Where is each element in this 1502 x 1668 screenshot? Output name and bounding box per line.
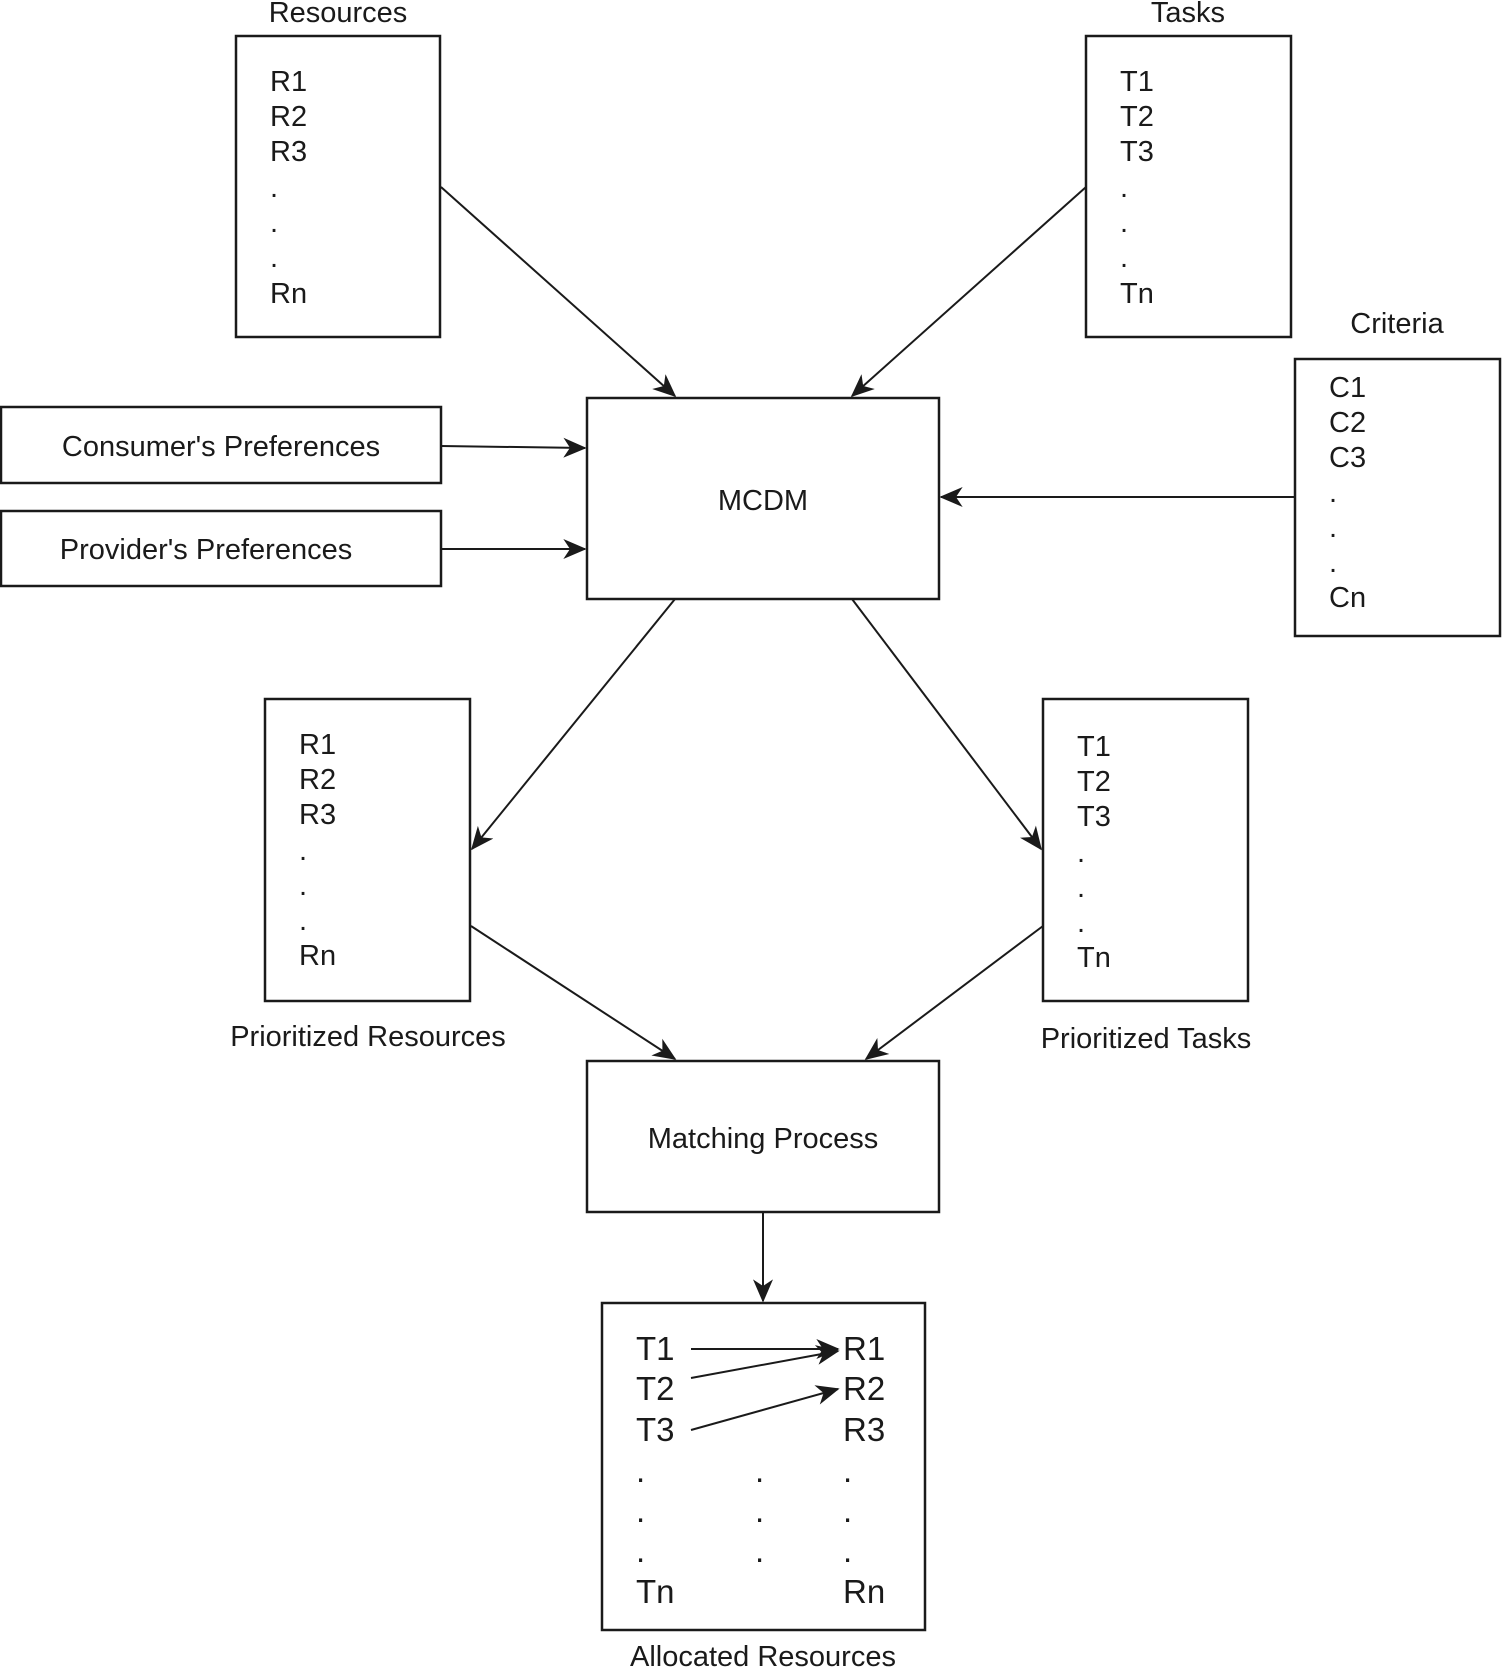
prioritized-tasks-caption: Prioritized Tasks (1041, 1023, 1252, 1055)
allocation-middle-item: . (755, 1492, 764, 1529)
allocation-task-item: T2 (636, 1370, 675, 1407)
allocation-resource-item: . (843, 1452, 852, 1489)
tasks-item: . (1120, 242, 1128, 274)
allocation-task-item: . (636, 1532, 645, 1569)
prioritized-resources-caption: Prioritized Resources (230, 1021, 506, 1053)
prioritized-resources-to-matching-arrow (470, 925, 677, 1060)
connector-arrows (440, 186, 1295, 1431)
mcdm-to-prioritized-resources-arrow (470, 598, 676, 851)
tasks-list: T1 T2 T3 . . . Tn (1120, 66, 1154, 310)
prioritized-resources-item: R3 (299, 799, 336, 831)
resources-item: R1 (270, 66, 307, 98)
criteria-item: C3 (1329, 442, 1366, 474)
resources-list: R1 R2 R3 . . . Rn (270, 66, 307, 310)
prioritized-resources-item: Rn (299, 940, 336, 972)
prioritized-tasks-item: . (1077, 872, 1085, 904)
prioritized-resources-item: . (299, 870, 307, 902)
allocation-resource-item: . (843, 1532, 852, 1569)
resources-to-mcdm-arrow (440, 186, 677, 398)
criteria-item: . (1329, 477, 1337, 509)
mcdm-box (585, 396, 941, 601)
resources-item: R3 (270, 136, 307, 168)
allocation-task-item: . (636, 1452, 645, 1489)
consumer-preferences-to-mcdm-arrow (440, 437, 587, 458)
prioritized-tasks-to-matching-arrow (864, 925, 1044, 1061)
tasks-title: Tasks (1151, 0, 1225, 29)
prioritized-tasks-box (1041, 697, 1250, 1003)
criteria-item: C2 (1329, 407, 1366, 439)
tasks-item: . (1120, 207, 1128, 239)
criteria-item: C1 (1329, 372, 1366, 404)
prioritized-tasks-item: T3 (1077, 801, 1111, 833)
prioritized-resources-item: R2 (299, 764, 336, 796)
t2-to-r1-arrow (690, 1345, 840, 1379)
tasks-box (1084, 34, 1293, 339)
allocation-task-item: Tn (636, 1573, 675, 1610)
allocation-task-item: . (636, 1492, 645, 1529)
allocation-task-item: T3 (636, 1411, 675, 1448)
allocation-resource-item: R3 (843, 1411, 885, 1448)
prioritized-tasks-list: T1 T2 T3 . . . Tn (1077, 731, 1111, 974)
mcdm-to-prioritized-tasks-arrow (851, 598, 1043, 851)
criteria-title: Criteria (1350, 308, 1444, 340)
allocation-resource-item: R2 (843, 1370, 885, 1407)
criteria-item: . (1329, 512, 1337, 544)
allocation-resource-item: Rn (843, 1573, 885, 1610)
tasks-item: T1 (1120, 66, 1154, 98)
t3-to-r2-arrow (690, 1385, 840, 1431)
allocation-resource-item: . (843, 1492, 852, 1529)
prioritized-resources-item: . (299, 905, 307, 937)
allocation-middle-item: . (755, 1452, 764, 1489)
allocation-tasks-column: T1 T2 T3 . . . Tn (636, 1330, 675, 1610)
consumer-preferences-box (0, 405, 443, 485)
resources-item: . (270, 172, 278, 204)
resources-item: . (270, 242, 278, 274)
allocation-task-item: T1 (636, 1330, 675, 1367)
prioritized-tasks-item: T1 (1077, 731, 1111, 763)
mcdm-label: MCDM (718, 485, 808, 517)
prioritized-tasks-item: . (1077, 907, 1085, 939)
prioritized-tasks-item: Tn (1077, 942, 1111, 974)
tasks-item: . (1120, 172, 1128, 204)
provider-preferences-label: Provider's Preferences (60, 534, 352, 566)
prioritized-resources-item: R1 (299, 729, 336, 761)
resources-title: Resources (269, 0, 408, 29)
allocation-resources-column: R1 R2 R3 . . . Rn (843, 1330, 885, 1610)
prioritized-tasks-item: . (1077, 837, 1085, 869)
prioritized-resources-box (263, 697, 472, 1003)
criteria-item: . (1329, 547, 1337, 579)
criteria-box (1293, 357, 1502, 638)
resources-box (234, 34, 442, 339)
tasks-item: T3 (1120, 136, 1154, 168)
prioritized-resources-list: R1 R2 R3 . . . Rn (299, 729, 336, 972)
criteria-list: C1 C2 C3 . . . Cn (1329, 372, 1366, 614)
tasks-item: T2 (1120, 101, 1154, 133)
prioritized-resources-item: . (299, 835, 307, 867)
resources-item: Rn (270, 278, 307, 310)
resources-item: R2 (270, 101, 307, 133)
allocation-resource-item: R1 (843, 1330, 885, 1367)
matching-process-box (585, 1059, 941, 1214)
tasks-to-mcdm-arrow (850, 186, 1087, 398)
consumer-preferences-label: Consumer's Preferences (62, 431, 380, 463)
criteria-item: Cn (1329, 582, 1366, 614)
matching-process-label: Matching Process (648, 1123, 879, 1155)
allocated-resources-caption: Allocated Resources (630, 1641, 896, 1668)
prioritized-tasks-item: T2 (1077, 766, 1111, 798)
allocation-middle-item: . (755, 1532, 764, 1569)
resources-item: . (270, 207, 278, 239)
allocated-resources-box (600, 1301, 927, 1632)
tasks-item: Tn (1120, 278, 1154, 310)
allocation-middle-column: . . . (755, 1452, 764, 1569)
